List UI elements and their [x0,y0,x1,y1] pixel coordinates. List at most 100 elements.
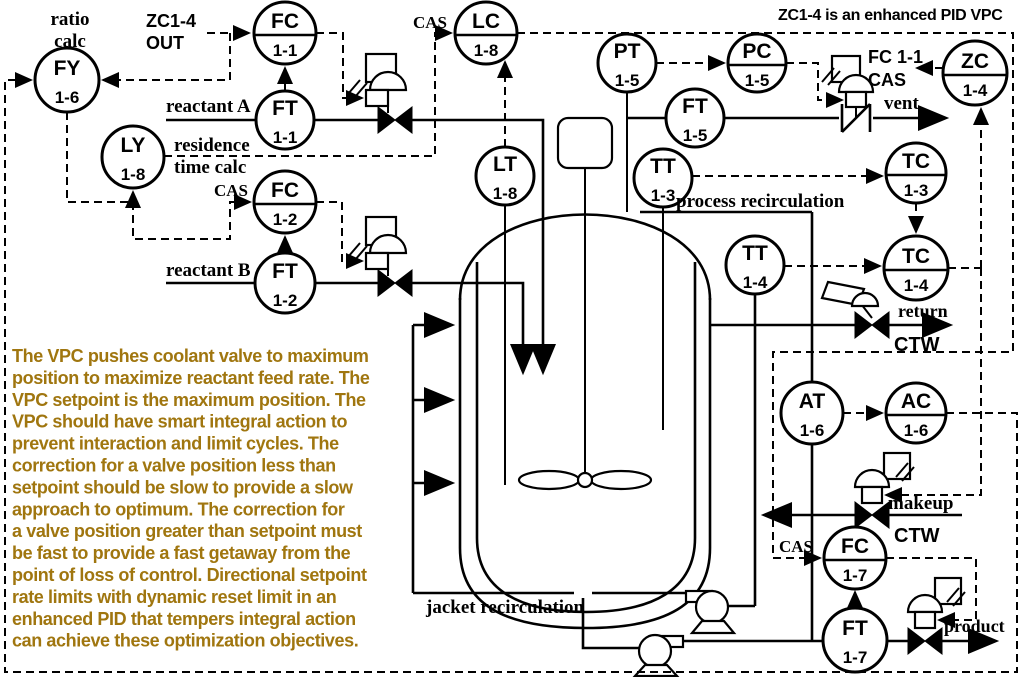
tc-1-3-tag: TC [902,150,930,173]
sig-ac-to-fy [4,72,1018,673]
instrument-tt-1-4: TT1-4 [724,234,786,296]
makeup-valve-body [854,500,890,530]
label-cas-lc: CAS [413,13,447,32]
note-line-9: a valve position greater than setpoint m… [12,521,362,541]
tc-1-3-num: 1-3 [904,181,929,200]
lc-1-8-circle [453,0,519,66]
lt-1-8-tag: LT [493,153,517,176]
pc-1-5-num: 1-5 [745,71,770,90]
ac-1-6-circle [884,381,948,445]
ft-1-5-circle [664,87,726,149]
note-line-2: position to maximize reactant feed rate.… [12,368,370,388]
sig-fc11-to-valve-a [316,32,364,106]
tt-1-3-tag: TT [650,155,676,178]
lc-1-8-tag: LC [472,10,500,33]
agitator-motor [556,116,614,170]
label-ratio: ratio [50,9,89,30]
label-top-right-note: ZC1-4 is an enhanced PID VPC [778,7,1003,24]
label-zc14-out-2: OUT [146,33,184,53]
note-line-10: be fast to provide a fast getaway from t… [12,543,351,563]
reactor-vessel [458,116,712,630]
label-zc14-out-1: ZC1-4 [146,11,196,31]
note-line-1: The VPC pushes coolant valve to maximum [12,346,369,366]
instrument-pt-1-5: PT1-5 [596,32,658,94]
zc-1-4-num: 1-4 [963,81,988,100]
fy-1-6-tag: FY [54,57,81,80]
at-1-6-circle [779,380,845,446]
instrument-ly-1-8: LY1-8 [100,124,166,190]
product-valve-yoke [933,576,963,606]
ft-1-2-num: 1-2 [273,291,298,310]
pumps [632,589,737,677]
fc-1-1-circle [252,0,318,66]
product-valve-actuator-icon [906,593,944,614]
ly-1-8-tag: LY [121,134,146,157]
instrument-fc-1-7: FC1-7 [822,525,888,591]
label-process-recirculation: process recirculation [676,191,845,212]
label-jacket-recirculation: jacket recirculation [425,597,585,618]
tt-1-3-num: 1-3 [651,186,676,205]
ac-1-6-num: 1-6 [904,421,929,440]
return-valve-body [854,310,890,340]
makeup-valve-actuator-icon [853,468,891,489]
instrument-ft-1-2: FT1-2 [253,251,317,315]
zc-1-4-tag: ZC [961,50,989,73]
pt-1-5-tag: PT [614,40,641,63]
zc-1-4-circle [941,39,1009,107]
label-reactant-b: reactant B [166,260,251,281]
ctw-makeup-valve [853,451,915,530]
instrument-ft-1-7: FT1-7 [821,606,889,674]
ft-1-7-tag: FT [842,617,868,640]
fc-1-7-num: 1-7 [843,566,868,585]
valve-a-body [377,105,413,135]
fc-1-1-tag: FC [271,10,299,33]
note-line-13: enhanced PID that tempers integral actio… [12,609,356,629]
reactant-b-diptube [412,281,536,376]
signal-lines [4,25,1018,673]
instrument-fc-1-2: FC1-2 [252,169,318,235]
note-line-11: point of loss of control. Directional se… [12,565,367,585]
instrument-zc-1-4: ZC 1-4 [941,39,1009,107]
makeup-valve-positioner [860,485,884,505]
lc-1-8-num: 1-8 [474,41,499,60]
product-valve-body [907,626,943,656]
ft-1-1-num: 1-1 [273,128,298,147]
label-product: product [944,616,1005,636]
sig-tc14-to-makeup-valve [884,268,982,503]
vent-valve [821,54,875,133]
label-calc: calc [54,31,86,52]
ly-1-8-circle [100,124,166,190]
note-line-8: approach to optimum. The correction for [12,499,345,519]
vessel-wall-left [475,262,587,614]
ac-1-6-tag: AC [901,390,931,413]
bottom-pump [637,633,673,669]
ft-1-2-circle [253,251,317,315]
ft-1-1-tag: FT [272,97,298,120]
fc-1-2-circle [252,169,318,235]
jacket-pump-base [689,619,737,635]
fc-1-2-tag: FC [271,179,299,202]
sig-zc-out-to-fy [101,33,231,88]
fy-1-6-circle [33,46,101,114]
jacket-pump [694,589,730,625]
tt-1-3-circle [632,147,694,209]
sig-fc17-to-product-valve [886,557,977,628]
makeup-valve-yoke [882,451,912,481]
jacket-outer-right [585,298,712,630]
valve-a-actuator-icon [368,70,408,92]
sig-lc-to-fc17 [517,32,1014,566]
vessel-wall-right [585,262,697,614]
note-line-6: correction for a valve position less tha… [12,456,336,476]
instrument-ft-1-5: FT1-5 [664,87,726,149]
instrument-lc-1-8: LC 1-8 [453,0,519,66]
at-1-6-tag: AT [799,390,826,413]
instrument-ac-1-6: AC 1-6 [884,381,948,445]
tc-1-4-tag: TC [902,245,930,268]
note-line-12: rate limits with dynamic reset limit in … [12,587,336,607]
instrument-fc-1-1: FC1-1 [252,0,318,66]
instrument-lt-1-8: LT1-8 [474,145,536,207]
tc-1-4-circle [882,234,950,302]
